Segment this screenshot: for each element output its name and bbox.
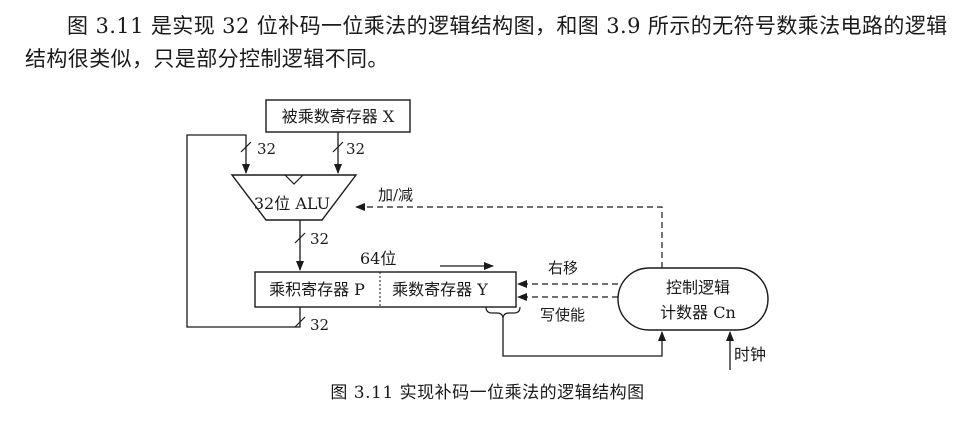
low-bits-brace [485,306,521,320]
bus-slash-bottom [294,316,306,328]
control-logic-label: 控制逻辑 [666,278,730,297]
add-sub-label: 加/减 [378,186,413,204]
bus-width-label: 32 [346,140,365,158]
bus-width-label: 32 [310,316,329,334]
alu-notch [284,174,304,185]
bus-width-label: 32 [310,230,329,248]
clock-label: 时钟 [734,345,766,364]
low-bits-to-control [502,319,666,357]
multiplier-register-label: 乘数寄存器 Y [392,280,488,299]
bus-slash-x [332,141,344,153]
add-sub-control-line [355,203,663,268]
feedback-bus [186,134,301,328]
bus-width-label: 32 [257,140,276,158]
product-register-label: 乘积寄存器 P [269,280,365,299]
alu-shape [230,174,358,221]
bus-slash-feedback [240,141,252,153]
product-multiplier-register-box [254,271,517,308]
control-logic-box [617,267,769,331]
multiplicand-register-label: 被乘数寄存器 X [282,107,395,126]
bus-slash-alu [294,232,306,244]
width-64-label: 64位 [360,249,396,268]
counter-label: 计数器 Cn [660,303,736,322]
write-enable-label: 写使能 [540,306,585,324]
shift-right-label: 右移 [548,259,578,277]
figure-caption: 图 3.11 实现补码一位乘法的逻辑结构图 [330,383,645,403]
body-paragraph: 图 3.11 是实现 32 位补码一位乘法的逻辑结构图，和图 3.9 所示的无符… [25,14,948,71]
alu-label: 32位 ALU [254,194,330,213]
